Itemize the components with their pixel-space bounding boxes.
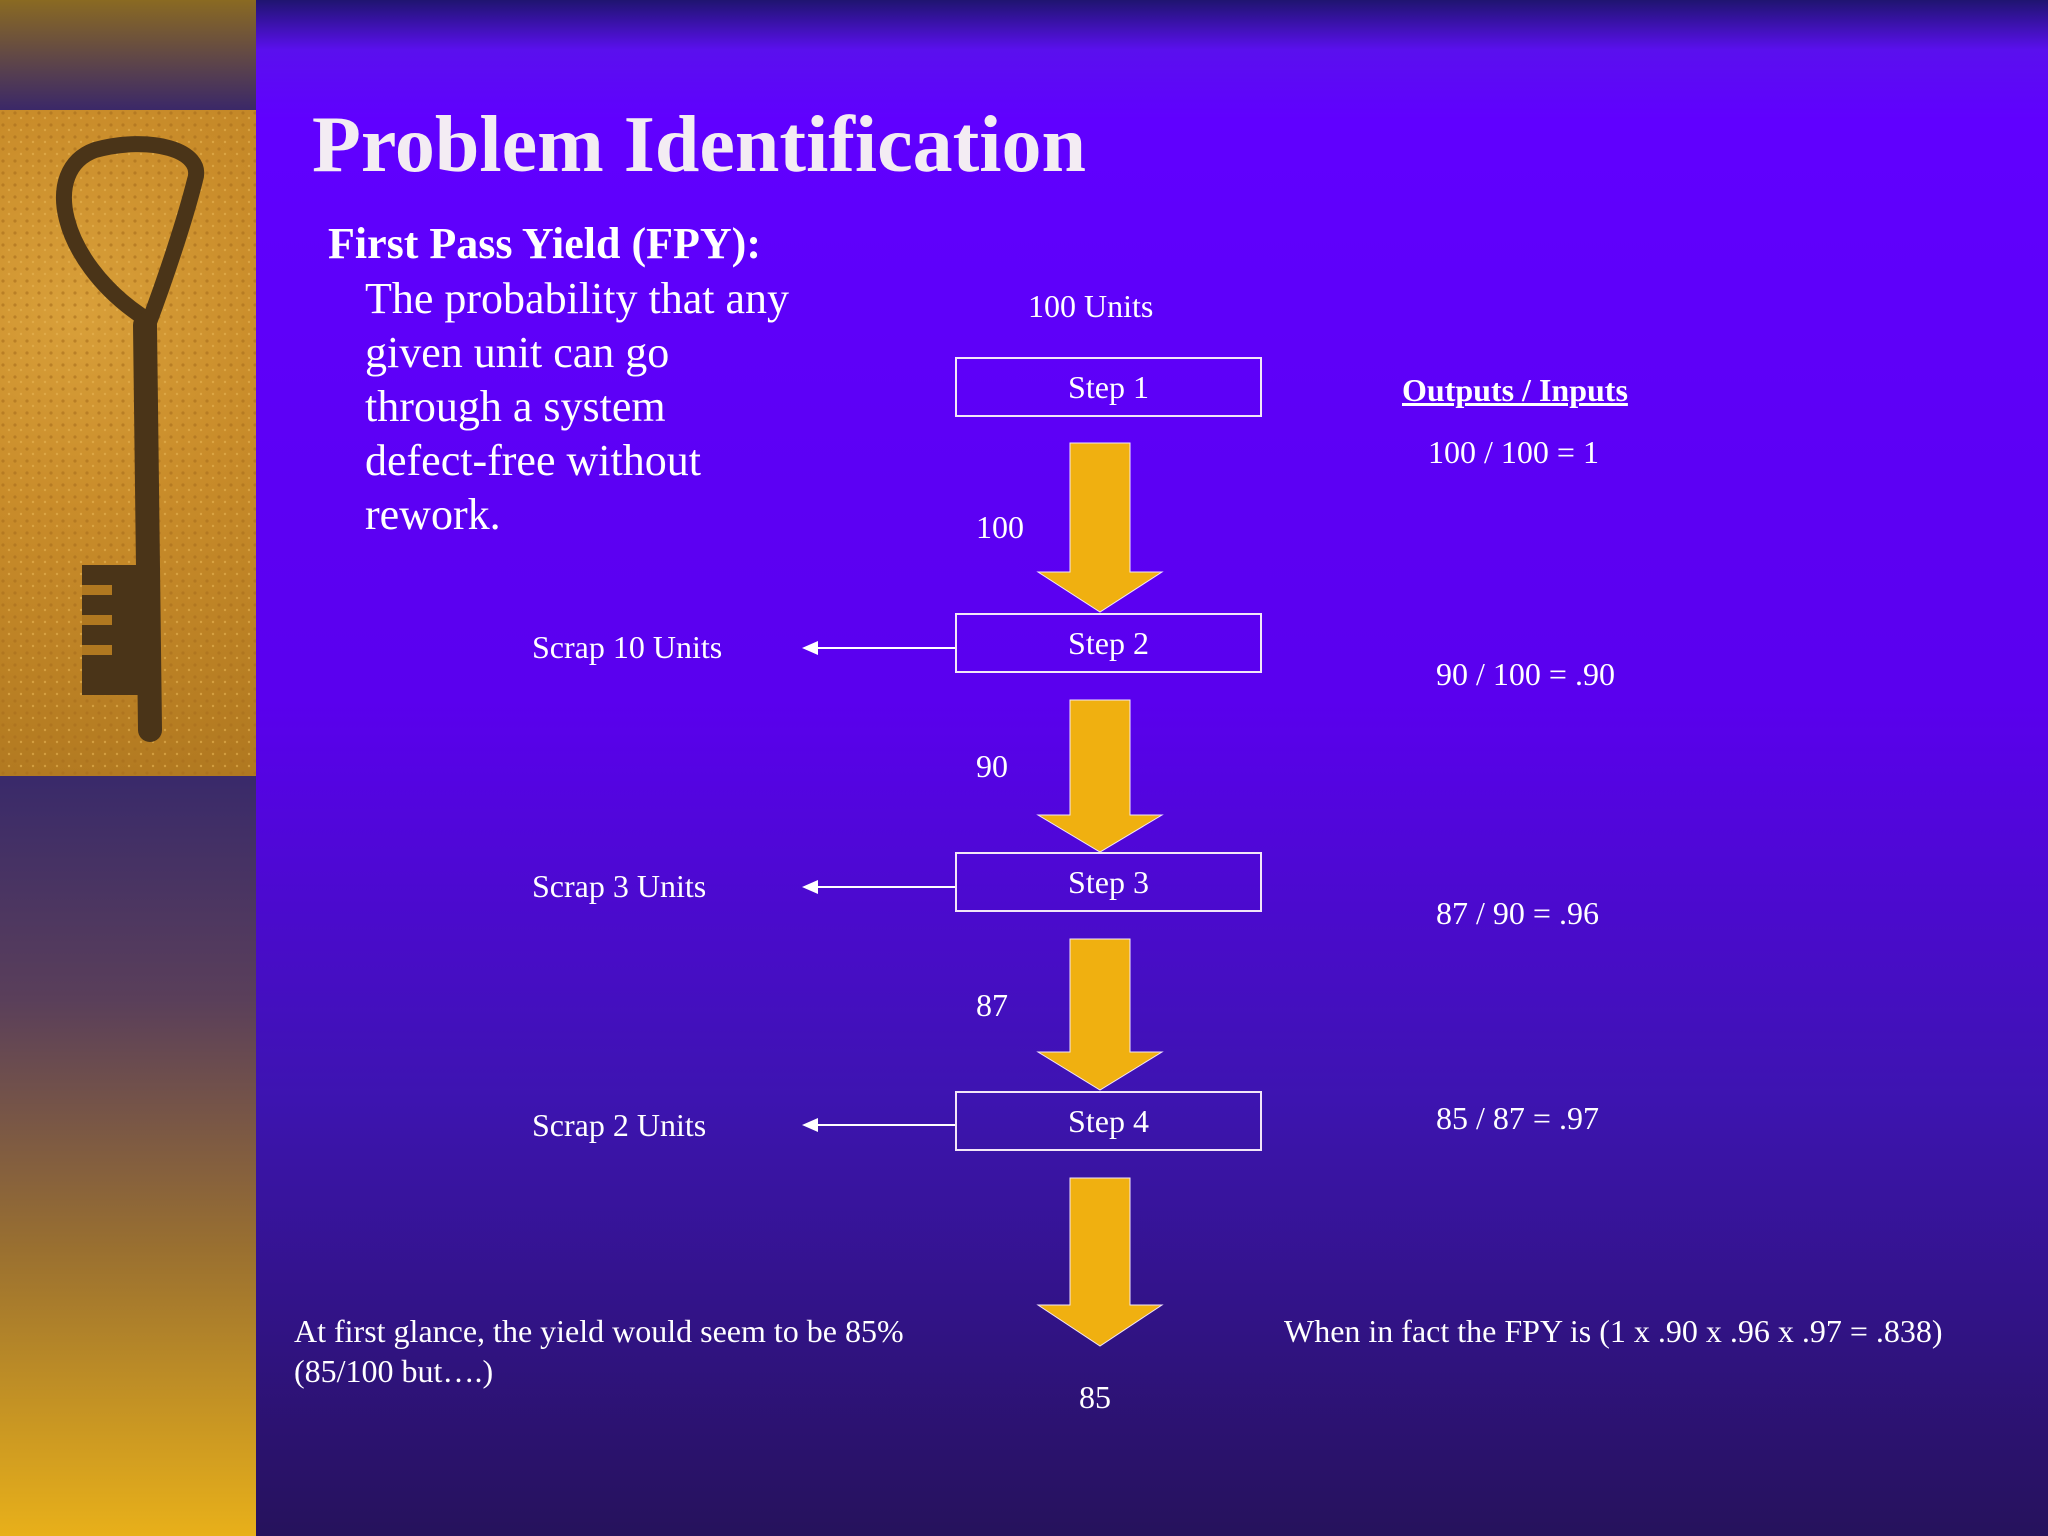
flow-arrow-1	[1036, 442, 1164, 613]
ratio-step-3: 87 / 90 = .96	[1436, 895, 1599, 931]
flow-count-3: 87	[976, 987, 1008, 1023]
final-output-count: 85	[1079, 1379, 1111, 1415]
step-4-box: Step 4	[955, 1091, 1262, 1151]
ratio-step-1: 100 / 100 = 1	[1428, 434, 1599, 470]
scrap-arrow-2	[802, 880, 955, 894]
ratios-header: Outputs / Inputs	[1402, 372, 1628, 408]
scrap-label-step-4: Scrap 2 Units	[532, 1107, 707, 1143]
flow-arrow-2	[1036, 699, 1164, 853]
scrap-arrow-1	[802, 641, 955, 655]
flow-count-2: 90	[976, 748, 1008, 784]
input-units-label: 100 Units	[1028, 288, 1154, 324]
ratio-step-2: 90 / 100 = .90	[1436, 656, 1615, 692]
actual-fpy-note: When in fact the FPY is (1 x .90 x .96 x…	[1284, 1313, 1943, 1349]
fpy-heading: First Pass Yield (FPY):	[328, 219, 761, 268]
scrap-label-step-2: Scrap 10 Units	[532, 629, 723, 665]
ratio-step-4: 85 / 87 = .97	[1436, 1100, 1599, 1136]
step-2-box: Step 2	[955, 613, 1262, 673]
slide-title: Problem Identification	[312, 101, 1087, 189]
key-photo	[0, 110, 256, 776]
key-icon	[0, 110, 256, 776]
first-glance-note: At first glance, the yield would seem to…	[294, 1313, 904, 1389]
scrap-arrow-3	[802, 1118, 955, 1132]
slide-body	[256, 0, 2048, 1536]
step-1-box: Step 1	[955, 357, 1262, 417]
flow-arrow-4	[1036, 1177, 1164, 1347]
fpy-description: The probability that any given unit can …	[365, 274, 789, 539]
flow-arrow-3	[1036, 938, 1164, 1091]
step-3-box: Step 3	[955, 852, 1262, 912]
scrap-label-step-3: Scrap 3 Units	[532, 868, 707, 904]
flow-count-1: 100	[976, 509, 1024, 545]
